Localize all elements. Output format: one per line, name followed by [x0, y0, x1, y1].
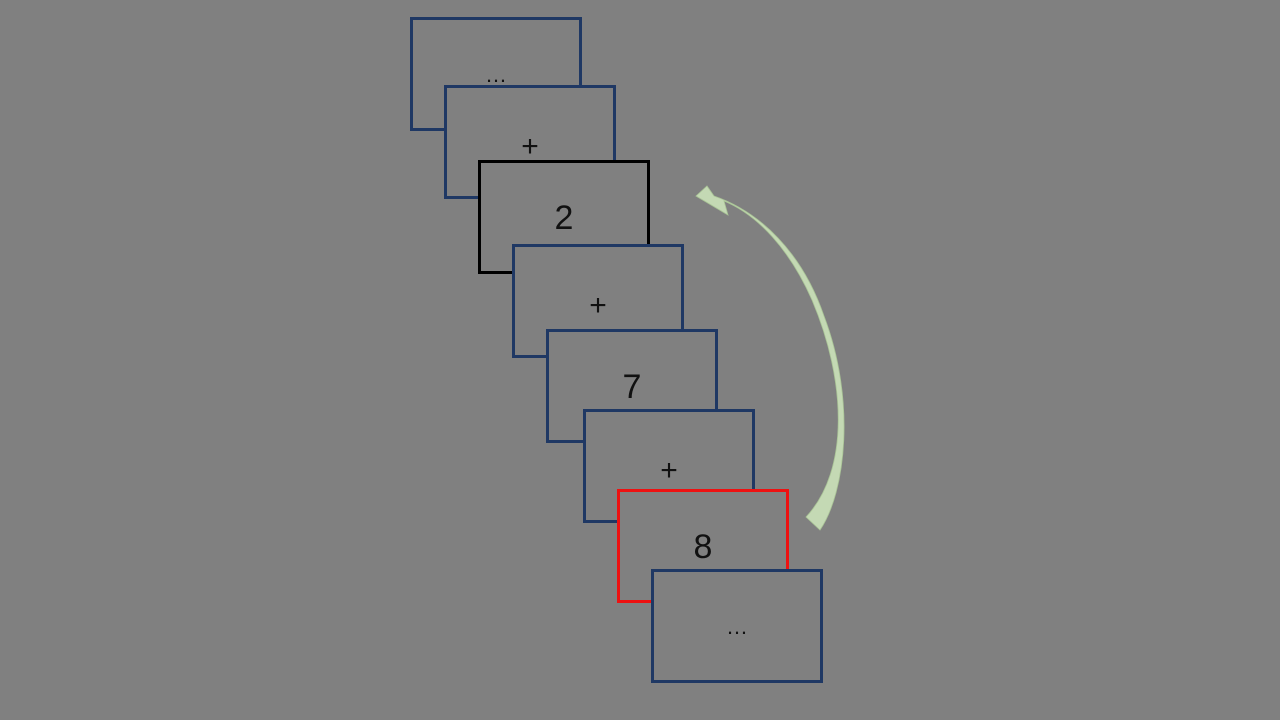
frame-6-label: +: [660, 454, 678, 487]
frame-2-label: +: [521, 130, 539, 163]
curved-arrow-shape: [695, 185, 845, 531]
frame-8-label: …: [726, 614, 748, 639]
frame-8: …: [651, 569, 823, 683]
frame-4-label: +: [589, 289, 607, 322]
frame-5-label: 7: [622, 368, 642, 406]
frame-7-label: 8: [693, 528, 713, 566]
frame-3-label: 2: [554, 199, 574, 237]
frame-1-label: …: [485, 62, 507, 87]
